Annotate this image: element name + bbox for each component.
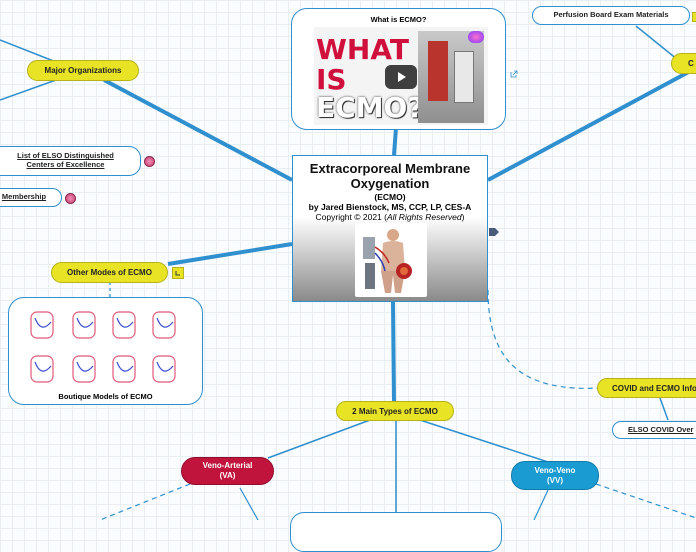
bottom-partial-node[interactable] — [290, 512, 502, 552]
heart-link-icon[interactable] — [65, 193, 76, 204]
offscreen-right-node[interactable]: C — [671, 53, 696, 74]
covid-ecmo-label: COVID and ECMO Info — [612, 383, 696, 393]
veno-veno-node[interactable]: Veno-Veno (VV) — [511, 461, 599, 490]
veno-arterial-node[interactable]: Veno-Arterial (VA) — [181, 457, 274, 485]
vv-label-line1: Veno-Veno — [534, 465, 576, 475]
elso-list-label-line1[interactable]: List of ELSO Distinguished — [17, 151, 114, 161]
thumb-machine — [418, 31, 484, 123]
boutique-models-image — [23, 304, 189, 388]
perfusion-board-node[interactable]: Perfusion Board Exam Materials — [532, 6, 690, 25]
elso-covid-label[interactable]: ELSO COVID Over — [628, 424, 694, 434]
main-types-node[interactable]: 2 Main Types of ECMO — [336, 401, 454, 421]
elso-list-label-line2[interactable]: Centers of Excellence — [26, 160, 105, 169]
covid-ecmo-node[interactable]: COVID and ECMO Info — [597, 378, 696, 398]
other-modes-node[interactable]: Other Modes of ECMO — [51, 262, 168, 283]
brain-icon — [468, 31, 484, 43]
elso-covid-node[interactable]: ELSO COVID Over — [612, 421, 696, 439]
copyright-rights: All Rights Reserved — [387, 211, 462, 222]
offscreen-link-icon[interactable] — [692, 12, 696, 22]
membership-label[interactable]: Membership — [1, 192, 47, 202]
boutique-models-node[interactable]: Boutique Models of ECMO — [8, 297, 203, 405]
play-icon — [398, 72, 406, 82]
membership-node[interactable]: Membership — [0, 188, 62, 207]
video-label: What is ECMO? — [370, 15, 427, 24]
major-organizations-label: Major Organizations — [44, 66, 122, 75]
external-link-icon[interactable] — [510, 65, 518, 78]
thumb-text-what: WHAT — [316, 33, 409, 66]
other-modes-label: Other Modes of ECMO — [67, 268, 152, 277]
central-author: by Jared Bienstock, MS, CCP, LP, CES-A — [308, 201, 472, 212]
ecmo-patient-image — [355, 223, 427, 297]
thumb-text-ecmo: ECMO? — [316, 91, 424, 124]
va-label-line1: Veno-Arterial — [202, 461, 253, 471]
elso-list-node[interactable]: List of ELSO Distinguished Centers of Ex… — [0, 146, 141, 176]
central-abbr: (ECMO) — [374, 191, 406, 202]
connector-lines — [0, 25, 696, 520]
boutique-models-label: Boutique Models of ECMO — [58, 392, 153, 401]
note-icon[interactable] — [172, 267, 184, 279]
heart-link-icon[interactable] — [144, 156, 155, 167]
thumb-text-is: IS — [316, 63, 347, 96]
play-button[interactable] — [385, 65, 417, 89]
offscreen-right-label: C — [688, 59, 694, 68]
main-types-label: 2 Main Types of ECMO — [352, 406, 438, 416]
major-organizations-node[interactable]: Major Organizations — [27, 60, 139, 81]
collapse-arrow-icon[interactable] — [489, 224, 499, 236]
va-label-line2: (VA) — [219, 471, 236, 480]
video-node[interactable]: What is ECMO? WHAT IS ECMO? — [291, 8, 506, 130]
central-title: Extracorporeal Membrane Oxygenation — [309, 161, 471, 191]
video-thumbnail[interactable]: WHAT IS ECMO? — [314, 27, 488, 125]
copyright-prefix: Copyright © 2021 — [315, 211, 382, 222]
central-topic[interactable]: Extracorporeal Membrane Oxygenation (ECM… — [292, 155, 488, 302]
vv-label-line2: (VV) — [547, 475, 563, 485]
perfusion-board-label: Perfusion Board Exam Materials — [553, 10, 669, 20]
central-copyright: Copyright © 2021 (All Rights Reserved) — [315, 211, 465, 222]
